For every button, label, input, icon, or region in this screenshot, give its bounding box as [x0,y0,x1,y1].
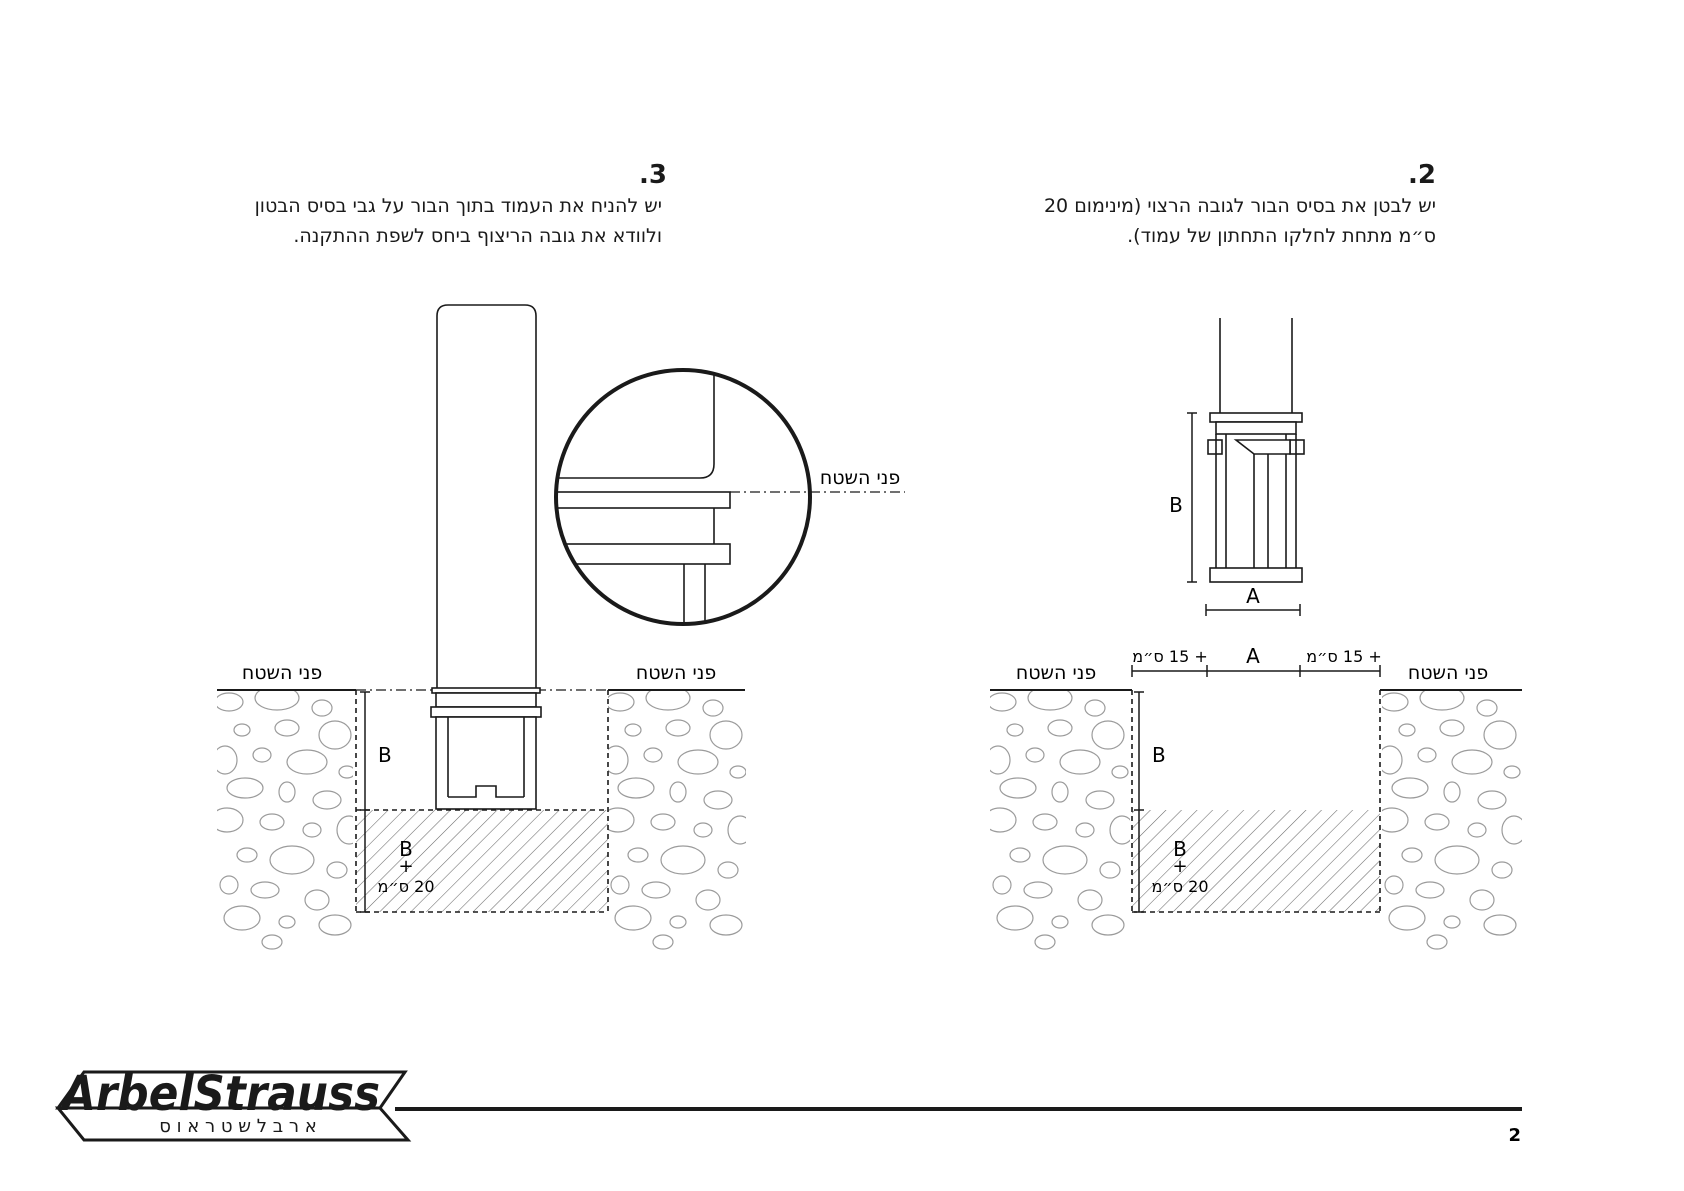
plus-label: + [1172,856,1187,877]
arbel-strauss-logo: ArbelStrauss א ר ב ל ש ט ר א ו ס [54,1066,412,1142]
surface-label: פני השטח [242,662,322,684]
hole-width-dimension [1131,665,1381,677]
cm-20-label: 20 ס״מ [377,877,434,896]
step-3-diagram: B B + 20 ס״מ פני השטח פני השטח פני השטח [217,304,905,950]
dim-b-label: B [1169,493,1183,517]
detail-magnifier: פני השטח [554,368,905,626]
surface-label: פני השטח [1408,662,1488,684]
cm-20-label: 20 ס״מ [1151,877,1208,896]
dim-a-label: A [1246,644,1260,668]
soil-right [1382,690,1522,950]
dim-b-label: B [399,837,413,861]
logo-hebrew: א ר ב ל ש ט ר א ו ס [159,1116,317,1137]
dimension-a-base [1205,604,1301,616]
concrete-base [1132,810,1380,912]
logo-wordmark: ArbelStrauss [58,1066,380,1122]
footer: ArbelStrauss א ר ב ל ש ט ר א ו ס 2 [54,1066,1522,1146]
page-number: 2 [1508,1125,1521,1146]
dim-b-label: B [378,743,392,767]
step-2-line-2: ס״מ מתחת לחלקו התחתון של עמוד). [1127,225,1436,247]
plus-15-label: + 15 ס״מ [1132,647,1208,666]
step-3-instructions: יש להניח את העמוד בתוך הבור על גבי בסיס … [190,191,662,251]
surface-label: פני השטח [636,662,716,684]
concrete-base [356,810,608,912]
plus-label: + [398,856,413,877]
step-2-line-1: יש לבטן את בסיס הבור לגובה הרצוי (מינימו… [1043,195,1436,217]
soil-right [608,690,746,950]
step-2-instructions: יש לבטן את בסיס הבור לגובה הרצוי (מינימו… [980,191,1436,251]
dimension-b-right [1134,691,1144,913]
hole-outline [1131,690,1381,913]
step-2-number: .2 [1408,160,1436,190]
soil-left [217,690,353,950]
step-3-number: .3 [639,160,667,190]
soil-left [990,690,1130,950]
surface-label: פני השטח [820,467,900,489]
bollard [430,304,542,810]
dim-a-label: A [1246,584,1260,608]
dimension-b-left [360,691,370,913]
step-3-line-1: יש להניח את העמוד בתוך הבור על גבי בסיס … [254,195,662,217]
plus-15-label: + 15 ס״מ [1306,647,1382,666]
dimension-b-base [1187,412,1197,583]
step-2-diagram: B A + 15 ס״מ A + 15 ס״מ פני השטח פני השט… [990,318,1522,950]
dim-b-label: B [1152,743,1166,767]
surface-label: פני השטח [1016,662,1096,684]
bollard-base [1207,318,1305,583]
hole-outline [355,690,609,913]
dim-b-label: B [1173,837,1187,861]
step-3-line-2: ולוודא את גובה הריצוף ביחס לשפת ההתקנה. [293,225,662,247]
